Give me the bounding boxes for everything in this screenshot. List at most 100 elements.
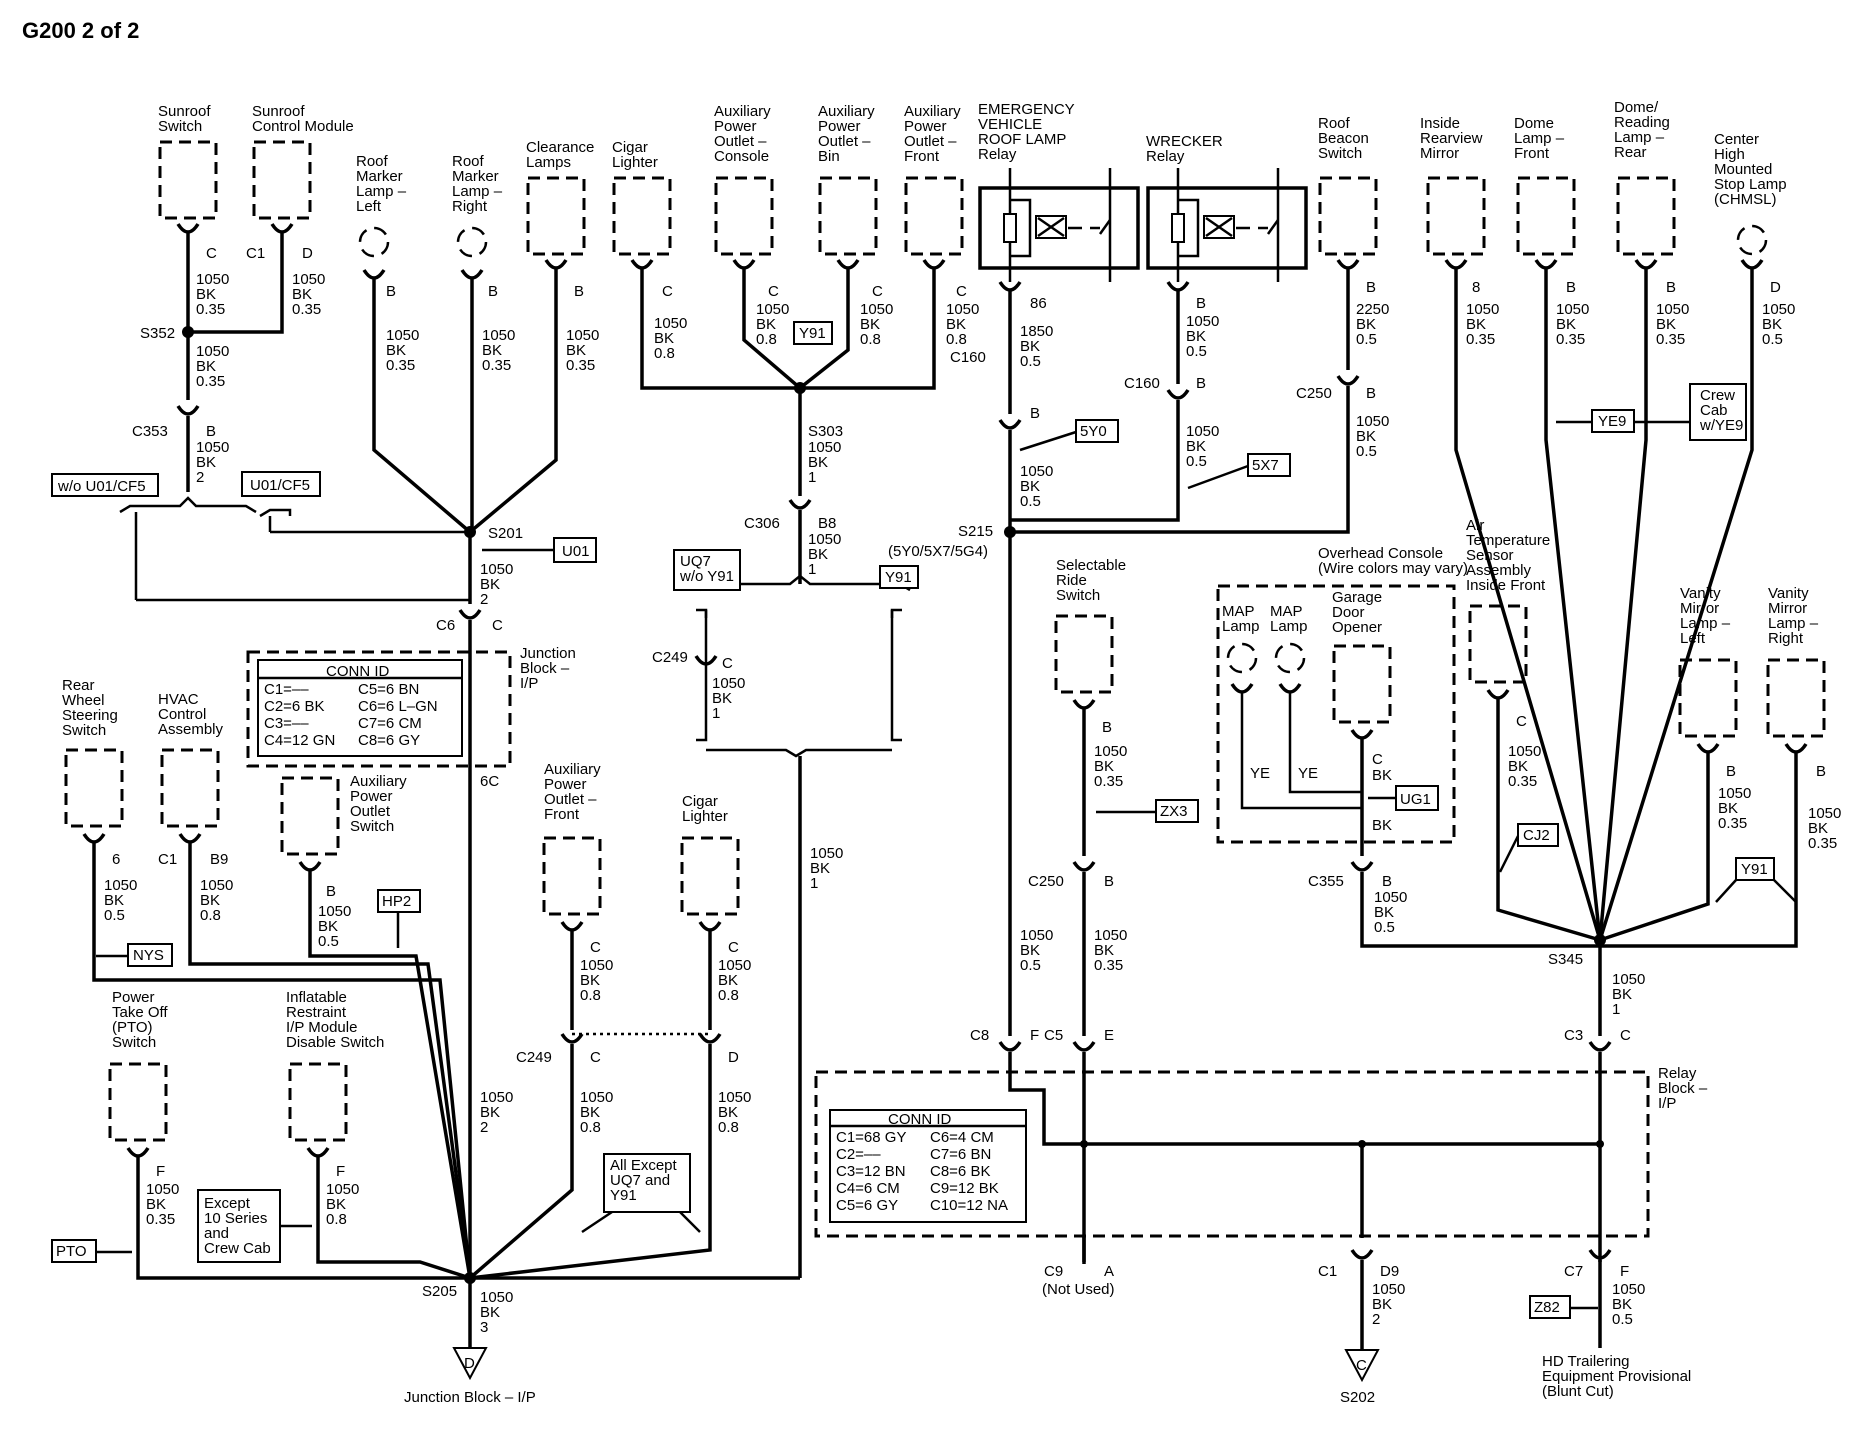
sunroof-switch-box [158, 140, 218, 220]
label: C249 [516, 1049, 552, 1066]
label: 6 [112, 851, 120, 868]
label: S345 [1548, 951, 1583, 968]
conn-id-entry: C2=6 BK [264, 698, 324, 715]
label: Y91 [1741, 861, 1768, 878]
label: C [768, 283, 779, 300]
label: Overhead Console(Wire colors may vary) [1318, 545, 1468, 577]
label: D [464, 1355, 475, 1372]
label: C1 [246, 245, 265, 262]
conn-id-entry: C1=68 GY [836, 1129, 906, 1146]
conn-id-entry: C8=6 GY [358, 732, 420, 749]
label: C [590, 1049, 601, 1066]
label: B [1196, 295, 1206, 312]
label: B8 [818, 515, 836, 532]
label: NYS [133, 947, 164, 964]
label: B [1726, 763, 1736, 780]
label: S201 [488, 525, 523, 542]
label: B [574, 283, 584, 300]
label: C1 [158, 851, 177, 868]
label: B [1104, 873, 1114, 890]
label: F [1030, 1027, 1039, 1044]
label: 5X7 [1252, 457, 1279, 474]
cigar-lighter-top-box [612, 176, 672, 256]
label: A [1104, 1263, 1114, 1280]
label: C [492, 617, 503, 634]
apo-bin-box [818, 176, 878, 256]
label: E [1104, 1027, 1114, 1044]
label: ZX3 [1160, 803, 1188, 820]
label: C7 [1564, 1263, 1583, 1280]
label: C [662, 283, 673, 300]
label: B [1566, 279, 1576, 296]
label: U01/CF5 [250, 477, 310, 494]
label: B [488, 283, 498, 300]
label: C [722, 655, 733, 672]
chmsl-lamp [1736, 224, 1768, 256]
conn-id-entry: C6=4 CM [930, 1129, 994, 1146]
label: B [206, 423, 216, 440]
top-components [158, 140, 1768, 282]
label: C [206, 245, 217, 262]
conn-id-entry: C5=6 BN [358, 681, 419, 698]
conn-id-entry: C4=12 GN [264, 732, 335, 749]
conn-id-entry: C9=12 BK [930, 1180, 999, 1197]
label: D [302, 245, 313, 262]
label: C [956, 283, 967, 300]
label: w/o U01/CF5 [57, 478, 146, 495]
label: C160 [950, 349, 986, 366]
label: C [872, 283, 883, 300]
conn-id-entry: C6=6 L–GN [358, 698, 438, 715]
label: C249 [652, 649, 688, 666]
label: Junction Block – I/P [404, 1389, 536, 1406]
label: B [1666, 279, 1676, 296]
label: (Not Used) [1042, 1281, 1115, 1298]
label: CONN ID [326, 663, 390, 680]
conn-id-entry: C7=6 CM [358, 715, 422, 732]
label: C9 [1044, 1263, 1063, 1280]
